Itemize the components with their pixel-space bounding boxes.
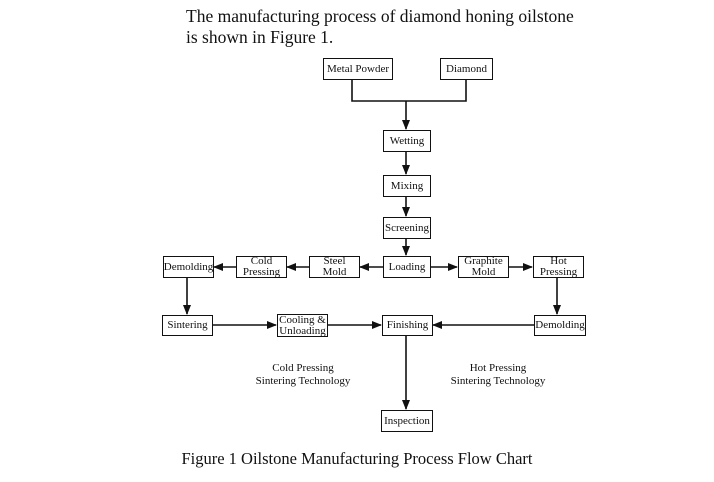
node-metal-powder: Metal Powder (323, 58, 393, 80)
branch-label-hot: Hot Pressing Sintering Technology (450, 362, 546, 387)
node-steel-mold: Steel Mold (309, 256, 360, 278)
node-loading: Loading (383, 256, 431, 278)
node-finishing: Finishing (382, 315, 433, 336)
node-cooling-unloading: Cooling & Unloading (277, 314, 328, 337)
node-sintering: Sintering (162, 315, 213, 336)
intro-paragraph: The manufacturing process of diamond hon… (186, 6, 574, 47)
node-cold-pressing: Cold Pressing (236, 256, 287, 278)
node-mixing: Mixing (383, 175, 431, 197)
node-demolding-cold: Demolding (163, 256, 214, 278)
edge-diamond-to-merge (406, 79, 467, 102)
node-hot-pressing: Hot Pressing (533, 256, 584, 278)
branch-label-cold: Cold Pressing Sintering Technology (255, 362, 351, 387)
figure-caption: Figure 1 Oilstone Manufacturing Process … (181, 449, 533, 468)
edge-metal-powder-to-merge (351, 79, 406, 102)
node-demolding-hot: Demolding (534, 315, 586, 336)
node-screening: Screening (383, 217, 431, 239)
node-wetting: Wetting (383, 130, 431, 152)
node-graphite-mold: Graphite Mold (458, 256, 509, 278)
node-diamond: Diamond (440, 58, 493, 80)
node-inspection: Inspection (381, 410, 433, 432)
